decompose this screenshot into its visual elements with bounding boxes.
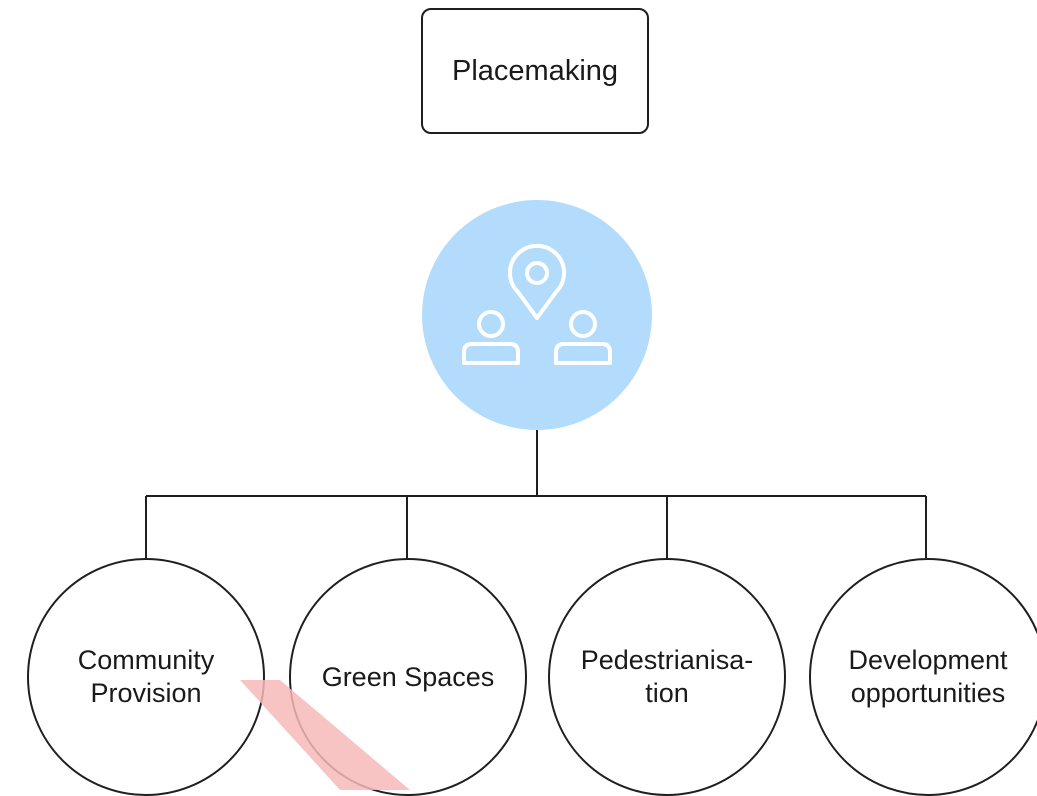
node-pedestrianisation: Pedestrianisa- tion xyxy=(548,558,786,796)
node-label: Pedestrianisa- tion xyxy=(580,645,754,708)
title-box: Placemaking xyxy=(421,8,649,134)
node-green-spaces: Green Spaces xyxy=(289,558,527,796)
watermark-shape xyxy=(240,680,420,790)
node-development-opportunities: Development opportunities xyxy=(809,558,1037,796)
hub-circle xyxy=(422,200,652,430)
node-label: Green Spaces xyxy=(321,661,495,692)
node-community-provision: Community Provision xyxy=(27,558,265,796)
node-label: Development opportunities xyxy=(848,645,1008,708)
location-pin-people-icon xyxy=(462,243,612,365)
node-label: Community Provision xyxy=(77,645,215,708)
title-text: Placemaking xyxy=(451,54,619,87)
